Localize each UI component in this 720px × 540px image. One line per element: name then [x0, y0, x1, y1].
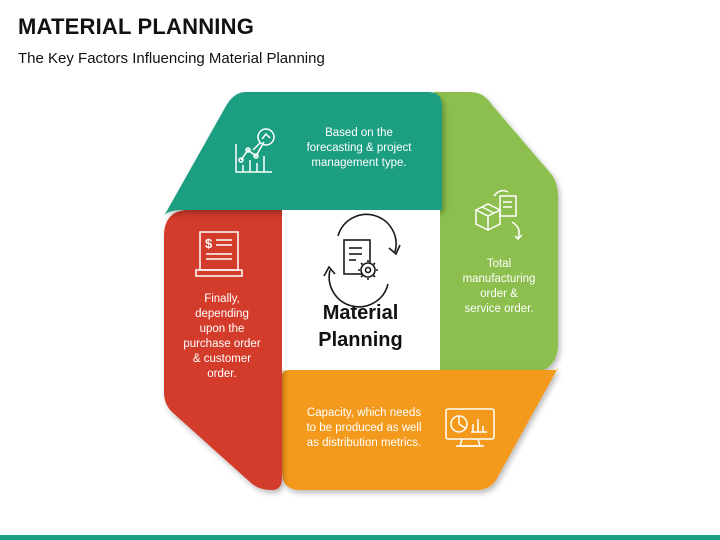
right-text-line: service order. [464, 303, 534, 315]
bottom-segment-text: Capacity, which needs to be produced as … [292, 406, 436, 451]
center-label-line1: Material [322, 302, 399, 324]
top-text-line: management type. [311, 157, 407, 169]
bottom-accent-bar [0, 535, 720, 540]
page-subtitle: The Key Factors Influencing Material Pla… [18, 50, 325, 67]
left-text-line: & customer [192, 353, 252, 365]
analytics-chart-icon [235, 128, 275, 173]
right-text-line: Total [486, 258, 512, 270]
segment-top [164, 92, 442, 216]
center-label-line2: Planning [318, 329, 403, 351]
document-gear-cycle-icon [323, 213, 401, 308]
right-text-line: manufacturing [462, 273, 536, 285]
top-text-line: Based on the [325, 127, 393, 139]
right-text-line: order & [480, 288, 518, 300]
top-segment-text: Based on the forecasting & project manag… [290, 126, 428, 171]
bottom-text-line: Capacity, which needs [306, 407, 422, 419]
bottom-text-line: as distribution metrics. [306, 437, 422, 449]
left-text-line: purchase order [183, 338, 261, 350]
center-label: Material Planning [283, 300, 438, 354]
segment-bottom [282, 368, 558, 490]
left-text-line: upon the [199, 323, 245, 335]
box-cycle-icon [474, 189, 523, 241]
monitor-dashboard-icon [445, 408, 495, 447]
top-text-line: forecasting & project [306, 142, 412, 154]
bottom-text-line: to be produced as well [306, 422, 422, 434]
right-segment-text: Total manufacturing order & service orde… [446, 257, 552, 317]
svg-text:$: $ [205, 236, 213, 251]
invoice-icon: $ [195, 231, 243, 277]
left-text-line: Finally, [204, 293, 240, 305]
left-text-line: depending [195, 308, 249, 320]
center-box [282, 210, 440, 370]
segment-right [428, 92, 558, 370]
page-title: MATERIAL PLANNING [18, 14, 255, 39]
left-text-line: order. [207, 368, 237, 380]
segment-left [164, 210, 282, 490]
left-segment-text: Finally, depending upon the purchase ord… [166, 292, 278, 382]
